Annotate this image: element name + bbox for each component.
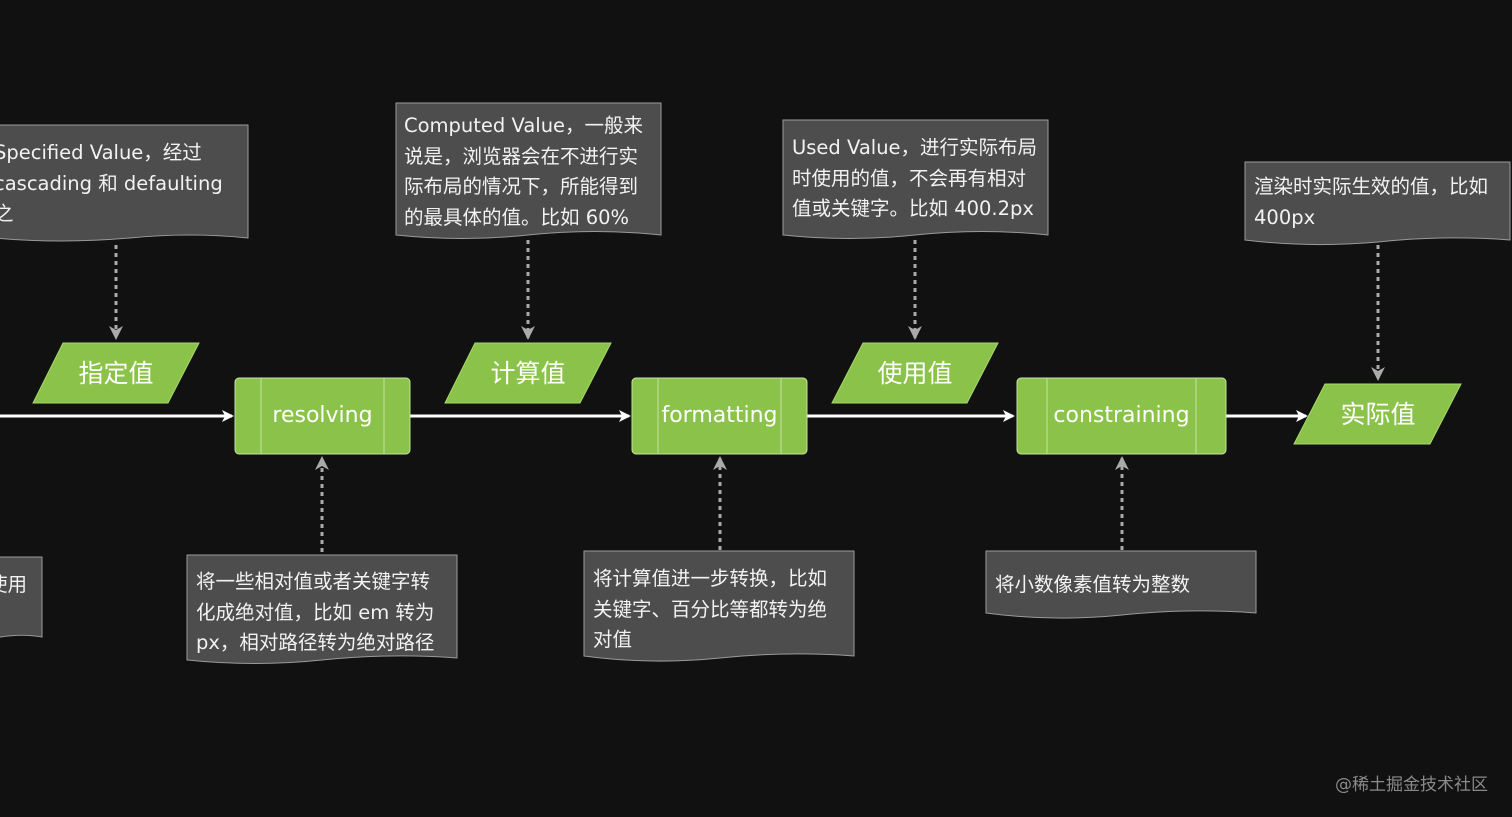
note-shape-formatting bbox=[583, 550, 855, 662]
value-node-computed bbox=[444, 342, 612, 404]
value-label-specified: 指定值 bbox=[78, 359, 154, 388]
note-shape-left-partial bbox=[0, 556, 43, 638]
value-node-shapes bbox=[32, 342, 1462, 445]
process-node-shapes bbox=[234, 377, 1227, 455]
watermark: @稀土掘金技术社区 bbox=[1335, 775, 1488, 795]
note-constraining: 将小数像素值转为整数 bbox=[995, 573, 1191, 596]
note-specified: Specified Value，经过 cascading 和 defaultin… bbox=[0, 141, 228, 233]
note-shape-actual bbox=[1244, 161, 1511, 246]
value-node-used bbox=[831, 342, 999, 404]
value-label-computed: 计算值 bbox=[490, 359, 566, 388]
note-shape-computed bbox=[395, 102, 662, 239]
note-shape-constraining bbox=[985, 550, 1257, 619]
process-label-resolving: resolving bbox=[272, 403, 373, 428]
value-label-used: 使用值 bbox=[877, 359, 953, 388]
process-label-formatting: formatting bbox=[661, 403, 778, 428]
note-actual: 渲染时实际生效的值，比如 400px bbox=[1254, 175, 1489, 229]
value-label-actual: 实际值 bbox=[1340, 400, 1416, 429]
note-used: Used Value，进行实际布局 时使用的值，不会再有相对 值或关键字。比如 … bbox=[792, 136, 1038, 220]
note-shapes bbox=[0, 102, 1511, 664]
dashed-connectors bbox=[109, 240, 1385, 552]
note-resolving: 将一些相对值或者关键字转 化成绝对值，比如 em 转为 px，相对路径转为绝对路… bbox=[196, 570, 435, 654]
process-node-formatting bbox=[631, 377, 808, 455]
process-node-constraining bbox=[1016, 377, 1227, 455]
process-node-resolving bbox=[234, 377, 411, 455]
note-shape-specified bbox=[0, 124, 249, 242]
note-shape-used bbox=[782, 119, 1049, 239]
note-formatting: 将计算值进一步转换，比如 关键字、百分比等都转为绝 对值 bbox=[593, 567, 828, 651]
value-node-actual bbox=[1293, 383, 1462, 445]
process-label-constraining: constraining bbox=[1053, 403, 1190, 428]
value-node-specified bbox=[32, 342, 200, 404]
note-computed: Computed Value，一般来 说是，浏览器会在不进行实 际布局的情况下，… bbox=[404, 114, 644, 229]
note-left-partial: 使用 bbox=[0, 573, 28, 596]
note-shape-resolving bbox=[186, 554, 458, 664]
